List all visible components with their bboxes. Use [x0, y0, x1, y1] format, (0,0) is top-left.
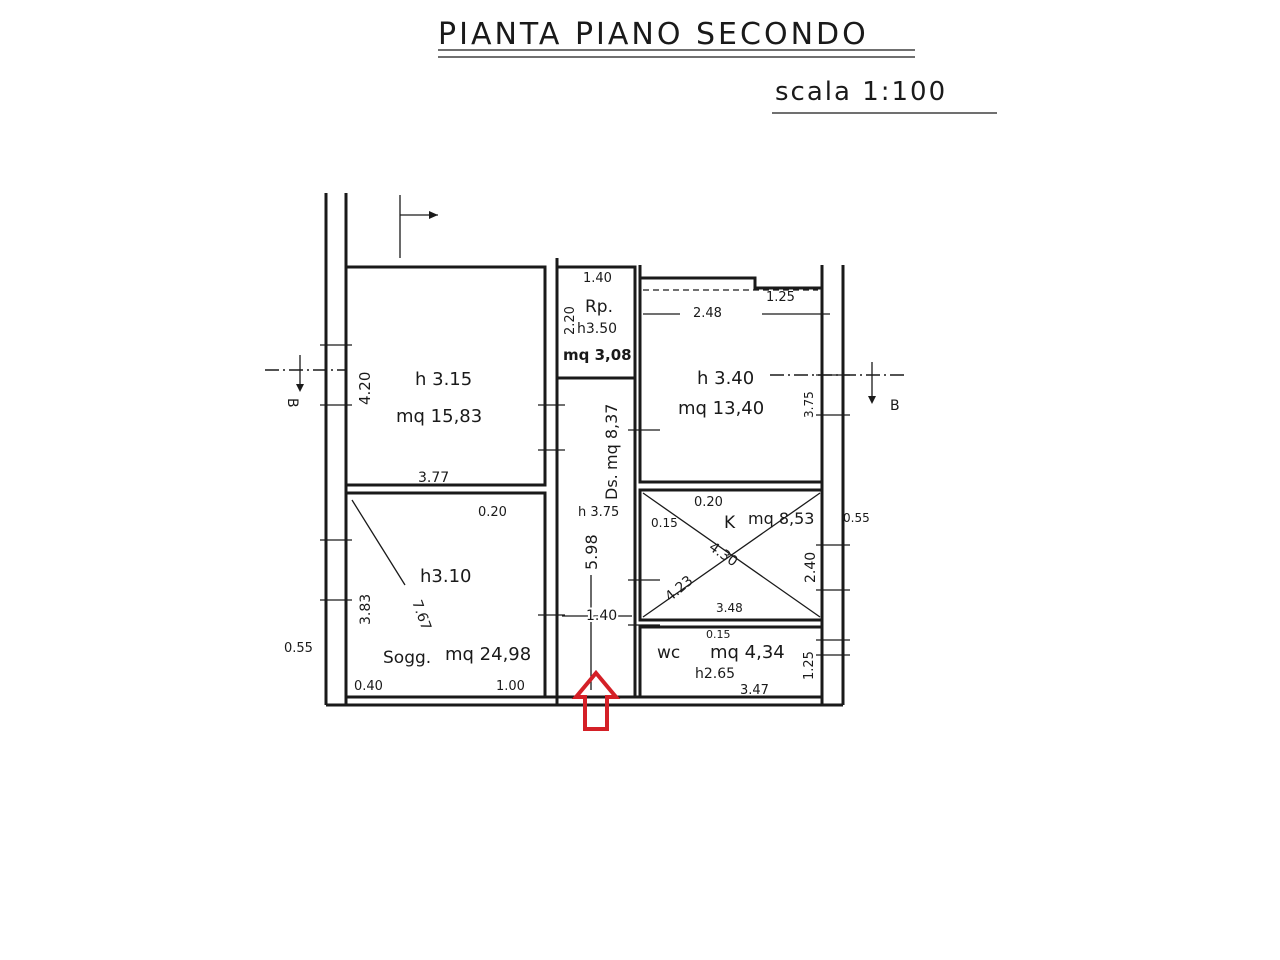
- entrance-arrow-icon: [571, 669, 621, 731]
- sogg-dim-left: 0.55: [284, 641, 313, 656]
- room-top-right-dim-width: 2.48: [693, 306, 722, 321]
- rp-dim-vertical: 2.20: [563, 306, 578, 335]
- corridor-area: mq 8,37: [602, 404, 621, 470]
- room-top-right-height: h 3.40: [697, 368, 754, 389]
- sogg-dim-diag: 7.67: [408, 598, 434, 633]
- room-top-right-dim-notch: 1.25: [766, 290, 795, 305]
- corridor-height: h 3.75: [578, 505, 619, 520]
- sogg-height: h3.10: [420, 566, 472, 587]
- sogg-dim-door: 1.00: [496, 679, 525, 694]
- corridor-name: Ds.: [602, 474, 621, 500]
- room-top-left-area: mq 15,83: [396, 406, 482, 427]
- room-top-right-dim-vertical: 3.75: [802, 391, 816, 418]
- sogg-dim-top: 0.20: [478, 505, 507, 520]
- corridor-dim-length: 5.98: [582, 534, 601, 570]
- rp-name: Rp.: [585, 297, 613, 317]
- kitchen-dim-left: 0.15: [651, 516, 678, 530]
- sogg-dim-bottom-left: 0.40: [354, 679, 383, 694]
- corridor-dim-width: 1.40: [586, 608, 617, 624]
- section-label-right: B: [890, 398, 900, 414]
- sogg-area: mq 24,98: [445, 644, 531, 665]
- sogg-name: Sogg.: [383, 648, 431, 668]
- kitchen-name: K: [724, 513, 736, 533]
- room-top-left-dim-vertical: 4.20: [356, 372, 374, 405]
- room-top-left-dim-bottom: 3.77: [418, 470, 449, 486]
- wc-dim-vertical: 1.25: [802, 651, 817, 680]
- section-label-left: B: [284, 398, 300, 408]
- kitchen-dim-bottom: 3.48: [716, 601, 743, 615]
- diagonals: [351, 492, 821, 618]
- kitchen-dim-diag2: 4.23: [662, 573, 696, 605]
- rp-height: h3.50: [577, 321, 617, 337]
- scale-label: scala 1:100: [775, 77, 947, 107]
- wc-height: h2.65: [695, 666, 735, 682]
- rp-dim-top: 1.40: [583, 271, 612, 286]
- kitchen-dim-vertical: 2.40: [803, 552, 819, 583]
- orientation-arrow-icon: [399, 195, 438, 258]
- room-top-right-area: mq 13,40: [678, 398, 764, 419]
- kitchen-dim-diag1: 4.30: [706, 539, 741, 570]
- sogg-dim-vertical: 3.83: [358, 594, 374, 625]
- walls: [320, 193, 850, 707]
- section-arrow-icon: [265, 355, 908, 404]
- wc-name: wc: [657, 643, 680, 663]
- rp-area: mq 3,08: [563, 346, 632, 364]
- plan-title: PIANTA PIANO SECONDO: [438, 17, 869, 52]
- wc-area: mq 4,34: [710, 642, 785, 663]
- kitchen-dim-right: 0.55: [843, 511, 870, 525]
- kitchen-dim-top: 0.20: [694, 495, 723, 510]
- room-top-left-height: h 3.15: [415, 369, 472, 390]
- wc-dim-bottom: 3.47: [740, 683, 769, 698]
- kitchen-area: mq 8,53: [748, 509, 814, 528]
- wc-dim-top: 0.15: [706, 628, 731, 641]
